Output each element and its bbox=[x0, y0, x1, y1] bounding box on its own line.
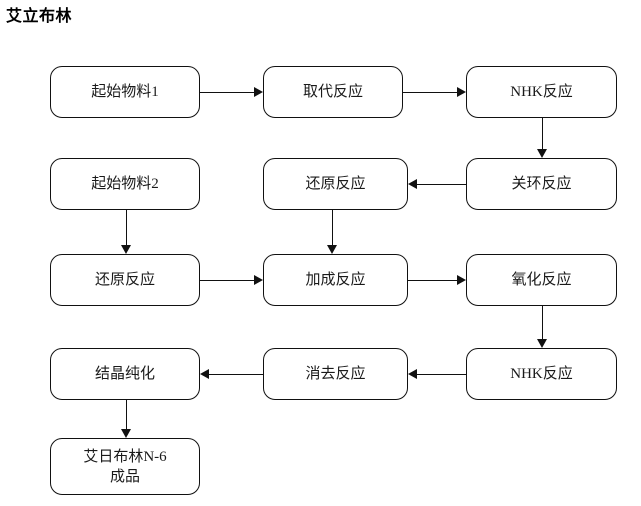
edge-line-n5-n8 bbox=[332, 210, 333, 245]
node-label: 还原反应 bbox=[305, 176, 366, 192]
arrowhead-right-n8-n9 bbox=[457, 275, 466, 285]
node-label: NHK反应 bbox=[510, 366, 573, 382]
node-addition-reaction[interactable]: 加成反应 bbox=[263, 254, 408, 306]
node-label: 加成反应 bbox=[305, 272, 366, 288]
node-nhk-reaction-2[interactable]: NHK反应 bbox=[466, 348, 617, 400]
edge-line-n1-n2 bbox=[200, 92, 254, 93]
edge-line-n8-n9 bbox=[408, 280, 457, 281]
node-starting-material-2[interactable]: 起始物料2 bbox=[50, 158, 200, 210]
node-label: 起始物料2 bbox=[91, 176, 159, 192]
node-reduction-reaction-1[interactable]: 还原反应 bbox=[263, 158, 408, 210]
node-elimination-reaction[interactable]: 消去反应 bbox=[263, 348, 408, 400]
node-label: 还原反应 bbox=[94, 272, 155, 288]
edge-line-n11-n10 bbox=[209, 374, 263, 375]
arrowhead-down-n9-n12 bbox=[537, 339, 547, 348]
arrowhead-left-n11-n10 bbox=[200, 369, 209, 379]
node-label: 艾日布林N-6 成品 bbox=[83, 448, 167, 485]
arrowhead-down-n5-n8 bbox=[327, 245, 337, 254]
node-oxidation-reaction[interactable]: 氧化反应 bbox=[466, 254, 617, 306]
arrowhead-right-n7-n8 bbox=[254, 275, 263, 285]
edge-line-n12-n11 bbox=[417, 374, 466, 375]
node-final-product[interactable]: 艾日布林N-6 成品 bbox=[50, 438, 200, 495]
arrowhead-down-n3-n6 bbox=[537, 149, 547, 158]
node-label: 关环反应 bbox=[511, 176, 572, 192]
node-nhk-reaction-1[interactable]: NHK反应 bbox=[466, 66, 617, 118]
edge-line-n6-n5 bbox=[417, 184, 466, 185]
arrowhead-left-n6-n5 bbox=[408, 179, 417, 189]
arrowhead-right-n1-n2 bbox=[254, 87, 263, 97]
edge-line-n7-n8 bbox=[200, 280, 254, 281]
edge-line-n9-n12 bbox=[542, 306, 543, 339]
arrowhead-down-n10-n13 bbox=[121, 429, 131, 438]
edge-line-n3-n6 bbox=[542, 118, 543, 149]
node-label: 取代反应 bbox=[302, 84, 363, 100]
arrowhead-down-n4-n7 bbox=[121, 245, 131, 254]
arrowhead-right-n2-n3 bbox=[457, 87, 466, 97]
node-label: 氧化反应 bbox=[511, 272, 572, 288]
node-reduction-reaction-2[interactable]: 还原反应 bbox=[50, 254, 200, 306]
node-label: 结晶纯化 bbox=[94, 366, 155, 382]
node-label: NHK反应 bbox=[510, 84, 573, 100]
edge-line-n10-n13 bbox=[126, 400, 127, 429]
node-ring-closure-reaction[interactable]: 关环反应 bbox=[466, 158, 617, 210]
node-starting-material-1[interactable]: 起始物料1 bbox=[50, 66, 200, 118]
node-label: 消去反应 bbox=[305, 366, 366, 382]
node-substitution-reaction[interactable]: 取代反应 bbox=[263, 66, 403, 118]
node-label: 起始物料1 bbox=[91, 84, 159, 100]
node-crystallization-purification[interactable]: 结晶纯化 bbox=[50, 348, 200, 400]
arrowhead-left-n12-n11 bbox=[408, 369, 417, 379]
edge-line-n4-n7 bbox=[126, 210, 127, 245]
page-title: 艾立布林 bbox=[6, 8, 73, 25]
edge-line-n2-n3 bbox=[403, 92, 457, 93]
